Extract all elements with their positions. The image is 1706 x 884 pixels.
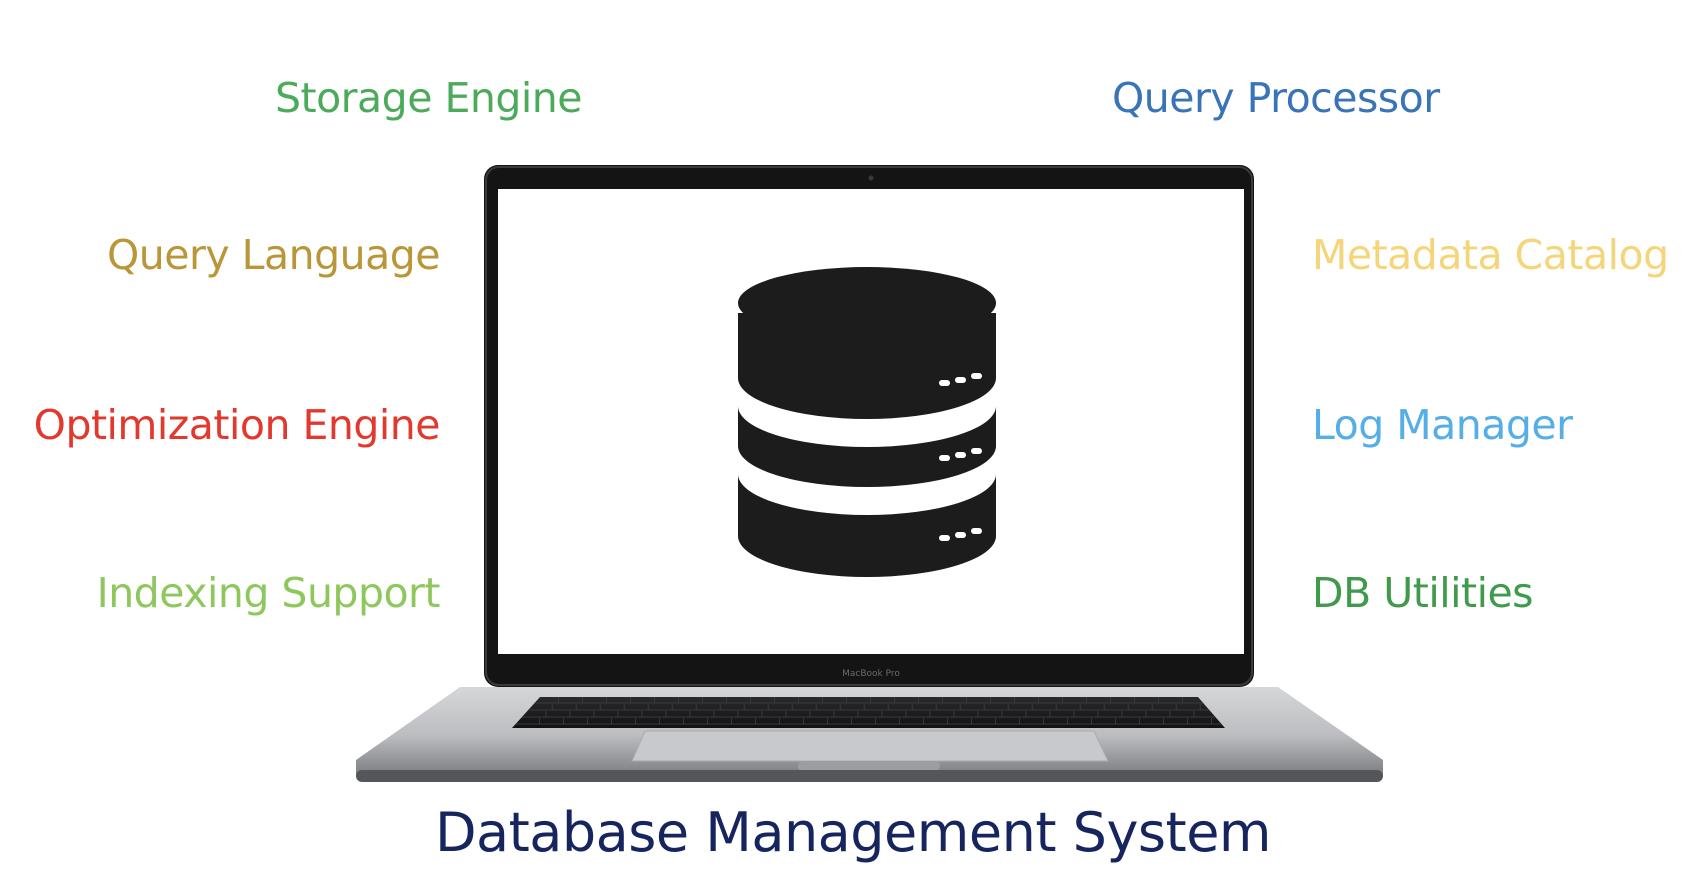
label-metadata-catalog: Metadata Catalog (1312, 231, 1669, 279)
label-optimization-engine: Optimization Engine (33, 401, 441, 449)
label-query-processor: Query Processor (1112, 74, 1440, 122)
page-title: Database Management System (434, 801, 1272, 864)
label-log-manager: Log Manager (1312, 401, 1573, 449)
label-indexing-support: Indexing Support (96, 569, 441, 617)
label-storage-engine: Storage Engine (275, 74, 582, 122)
laptop-base (356, 687, 1383, 782)
label-query-language: Query Language (107, 231, 440, 279)
database-icon (738, 267, 996, 577)
laptop-screen: MacBook Pro (484, 165, 1254, 687)
svg-text:MacBook Pro: MacBook Pro (842, 669, 900, 679)
label-db-utilities: DB Utilities (1312, 569, 1534, 617)
